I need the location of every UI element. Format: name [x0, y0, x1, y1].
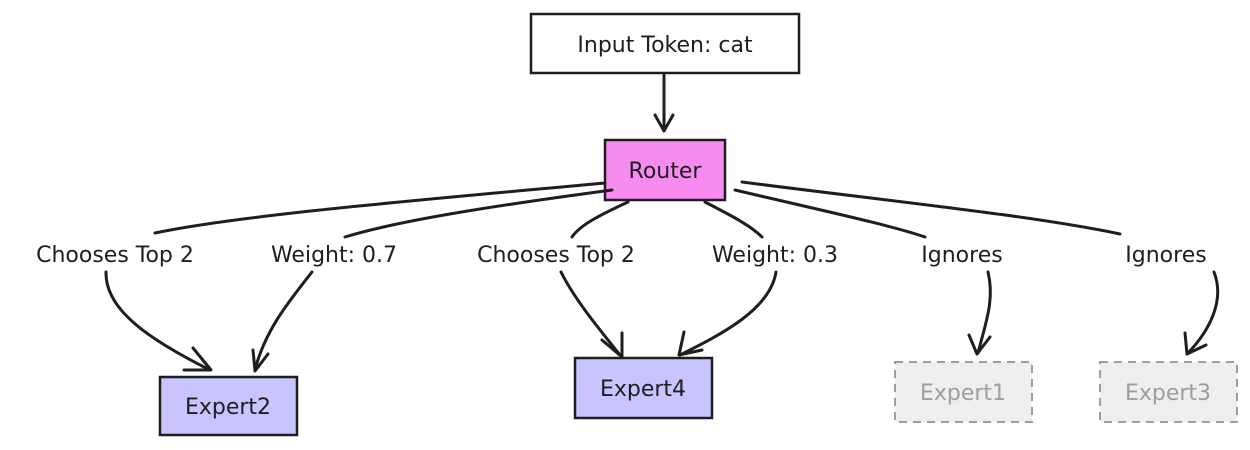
edge-router-expert1-ignores	[733, 188, 992, 356]
expert3-label: Expert3	[1125, 381, 1211, 406]
edge-router-expert3-ignores	[740, 180, 1220, 356]
expert4-node[interactable]: Expert4	[573, 356, 714, 420]
expert1-label: Expert1	[920, 381, 1006, 406]
input-token-node[interactable]: Input Token: cat	[529, 12, 801, 75]
expert1-node[interactable]: Expert1	[894, 361, 1033, 423]
edge-router-expert4-chooses	[559, 200, 630, 359]
edge-label-weight-0-7: Weight: 0.7	[271, 243, 397, 268]
input-token-label: Input Token: cat	[577, 33, 753, 58]
edge-label-ignores-expert3: Ignores	[1125, 243, 1206, 268]
router-node[interactable]: Router	[603, 138, 727, 202]
edge-label-weight-0-3: Weight: 0.3	[712, 243, 838, 268]
input-to-router-edge	[653, 73, 675, 133]
edge-label-chooses-top-2-center: Chooses Top 2	[477, 243, 635, 268]
edge-router-expert2-chooses	[104, 181, 607, 372]
edge-label-chooses-top-2-left: Chooses Top 2	[36, 243, 194, 268]
expert4-label: Expert4	[600, 377, 686, 402]
expert2-node[interactable]: Expert2	[158, 375, 299, 437]
expert2-label: Expert2	[185, 395, 271, 420]
edge-router-expert2-weight	[251, 188, 614, 373]
edge-label-ignores-expert1: Ignores	[921, 243, 1002, 268]
router-label: Router	[629, 159, 703, 184]
expert3-node[interactable]: Expert3	[1099, 361, 1238, 423]
edge-router-expert4-weight	[677, 200, 778, 357]
